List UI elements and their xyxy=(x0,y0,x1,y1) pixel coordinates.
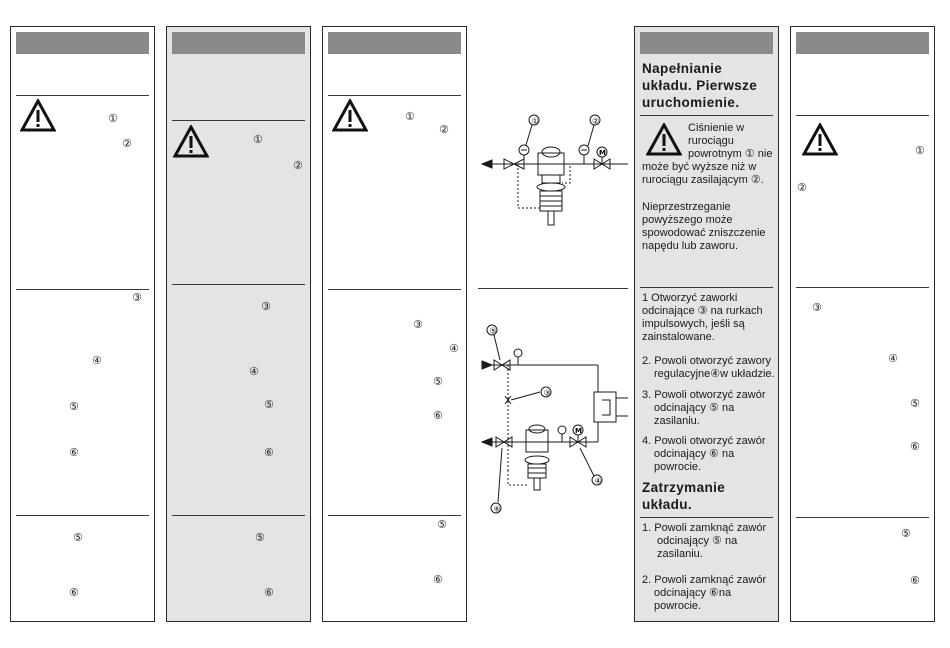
marker-5: ⑤ xyxy=(437,518,447,531)
step-1: 1 Otworzyć zaworki odcinające ③ na rurka… xyxy=(642,292,763,343)
divider xyxy=(796,287,929,288)
marker-3: ③ xyxy=(261,300,271,313)
warning-triangle-icon xyxy=(646,123,682,156)
divider xyxy=(640,287,773,288)
svg-text:⑤: ⑤ xyxy=(490,327,497,336)
marker-5: ⑤ xyxy=(69,400,79,413)
marker-5: ⑤ xyxy=(73,531,83,544)
diagram-divider xyxy=(478,288,628,289)
marker-4: ④ xyxy=(449,342,459,355)
divider xyxy=(16,95,149,96)
marker-3: ③ xyxy=(132,291,142,304)
divider xyxy=(172,284,305,285)
marker-6: ⑥ xyxy=(910,574,920,587)
svg-text:M: M xyxy=(575,427,582,435)
svg-text:M: M xyxy=(599,149,606,157)
marker-2: ② xyxy=(797,181,807,194)
language-panel-1: ① ② ③ ④ ⑤ ⑥ ⑤ ⑥ xyxy=(10,26,155,622)
svg-text:③: ③ xyxy=(544,389,551,398)
step-2: 2. Powoli otworzyć zawory regulacyjne④w … xyxy=(642,355,775,380)
divider xyxy=(328,515,461,516)
marker-3: ③ xyxy=(812,301,822,314)
divider xyxy=(172,120,305,121)
warning-triangle-icon xyxy=(20,99,56,132)
svg-text:④: ④ xyxy=(595,477,602,486)
panel-header-bar xyxy=(328,32,461,54)
warning-note: Nieprzestrzeganie powyższego może spowod… xyxy=(642,201,766,252)
marker-2: ② xyxy=(439,123,449,136)
marker-1: ① xyxy=(915,144,925,157)
marker-5: ⑤ xyxy=(433,375,443,388)
marker-6: ⑥ xyxy=(69,446,79,459)
divider xyxy=(328,95,461,96)
divider xyxy=(172,515,305,516)
panel-header-bar xyxy=(172,32,305,54)
divider xyxy=(796,517,929,518)
divider xyxy=(640,115,773,116)
warning-text: Ciśnienie w rurociągu powrotnym ① nie mo… xyxy=(642,122,773,186)
warning-triangle-icon xyxy=(802,123,838,156)
language-panel-2: ① ② ③ ④ ⑤ ⑥ ⑤ ⑥ xyxy=(166,26,311,622)
divider xyxy=(796,115,929,116)
marker-5: ⑤ xyxy=(901,527,911,540)
panel-header-bar xyxy=(640,32,773,54)
marker-1: ① xyxy=(405,110,415,123)
system-diagram-bottom: ⑤ ③ ④ ⑥ M xyxy=(480,324,628,514)
warning-triangle-icon xyxy=(332,99,368,132)
panel-header-bar xyxy=(16,32,149,54)
marker-5: ⑤ xyxy=(910,397,920,410)
svg-text:⑥: ⑥ xyxy=(494,505,501,514)
marker-6: ⑥ xyxy=(264,446,274,459)
divider xyxy=(16,515,149,516)
section-title-filling: Napełnianie układu. Pierwsze uruchomieni… xyxy=(642,61,758,110)
marker-1: ① xyxy=(253,133,263,146)
marker-6: ⑥ xyxy=(910,440,920,453)
marker-4: ④ xyxy=(888,352,898,365)
stop-step-2: 2. Powoli zamknąć zawór odcinający ⑥na p… xyxy=(642,574,767,612)
step-3: 3. Powoli otworzyć zawór odcinający ⑤ na… xyxy=(642,389,766,427)
marker-6: ⑥ xyxy=(69,586,79,599)
gauge-icon xyxy=(518,144,530,156)
marker-2: ② xyxy=(122,137,132,150)
divider xyxy=(640,517,773,518)
language-panel-3: ① ② ③ ④ ⑤ ⑥ ⑤ ⑥ xyxy=(322,26,467,622)
polish-panel: Napełnianie układu. Pierwsze uruchomieni… xyxy=(634,26,779,622)
section-title-stopping: Zatrzymanie układu. xyxy=(642,480,726,512)
language-panel-6: ① ② ③ ④ ⑤ ⑥ ⑤ ⑥ xyxy=(790,26,935,622)
stop-step-1: 1. Powoli zamknąć zawór odcinający ⑤ na … xyxy=(642,522,767,560)
warning-triangle-icon xyxy=(173,125,209,158)
marker-4: ④ xyxy=(92,354,102,367)
marker-4: ④ xyxy=(249,365,259,378)
marker-6: ⑥ xyxy=(433,573,443,586)
divider xyxy=(328,289,461,290)
divider xyxy=(16,289,149,290)
marker-1: ① xyxy=(108,112,118,125)
marker-6: ⑥ xyxy=(433,409,443,422)
system-diagram-top: ① ② M xyxy=(480,114,628,226)
marker-2: ② xyxy=(293,159,303,172)
marker-5: ⑤ xyxy=(264,398,274,411)
marker-5: ⑤ xyxy=(255,531,265,544)
flow-arrow-icon xyxy=(480,159,493,169)
svg-text:②: ② xyxy=(592,117,599,126)
marker-3: ③ xyxy=(413,318,423,331)
step-4: 4. Powoli otworzyć zawór odcinający ⑥ na… xyxy=(642,435,766,473)
marker-6: ⑥ xyxy=(264,586,274,599)
panel-header-bar xyxy=(796,32,929,54)
svg-text:①: ① xyxy=(532,117,539,126)
